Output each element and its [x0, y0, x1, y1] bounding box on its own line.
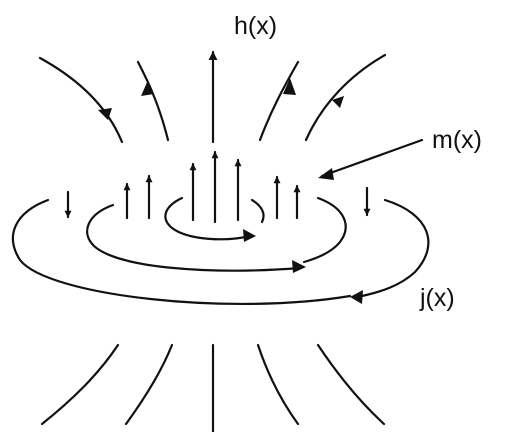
current-loop-outer-right	[360, 198, 430, 298]
arrowhead-top-left-outer	[98, 108, 112, 120]
m-pointer-arrowhead	[318, 168, 334, 180]
label-m: m(x)	[432, 126, 482, 154]
current-loop-inner-right	[250, 198, 265, 224]
current-loop-outer	[11, 198, 352, 306]
current-loop-inner	[164, 196, 252, 241]
current-loops	[11, 196, 430, 306]
field-line-top-right-outer	[304, 53, 387, 142]
field-line-bottom-left-outer	[40, 343, 120, 426]
field-line-top-left-inner	[136, 60, 170, 142]
field-line-top-left-outer	[38, 56, 124, 144]
field-lines-bottom	[40, 343, 386, 432]
arrowhead-loop-outer	[350, 290, 363, 304]
field-line-bottom-right-inner	[256, 343, 300, 426]
arrowhead-loop-inner	[243, 229, 256, 242]
arrowhead-top-right-inner	[283, 78, 296, 95]
label-j: j(x)	[419, 284, 455, 312]
arrowhead-top-right-outer	[332, 96, 344, 108]
label-h: h(x)	[234, 12, 277, 40]
field-line-bottom-left-inner	[124, 343, 174, 426]
m-pointer-line	[320, 138, 424, 178]
current-loop-middle-right	[302, 196, 347, 264]
magnetization-arrows	[64, 150, 371, 224]
field-line-bottom-right-outer	[316, 343, 386, 426]
current-loop-middle	[86, 203, 302, 272]
field-lines-top	[38, 50, 387, 144]
arrowhead-top-left-inner	[141, 80, 154, 96]
field-line-top-right-inner	[258, 60, 300, 142]
arrowhead-loop-middle	[292, 260, 306, 273]
